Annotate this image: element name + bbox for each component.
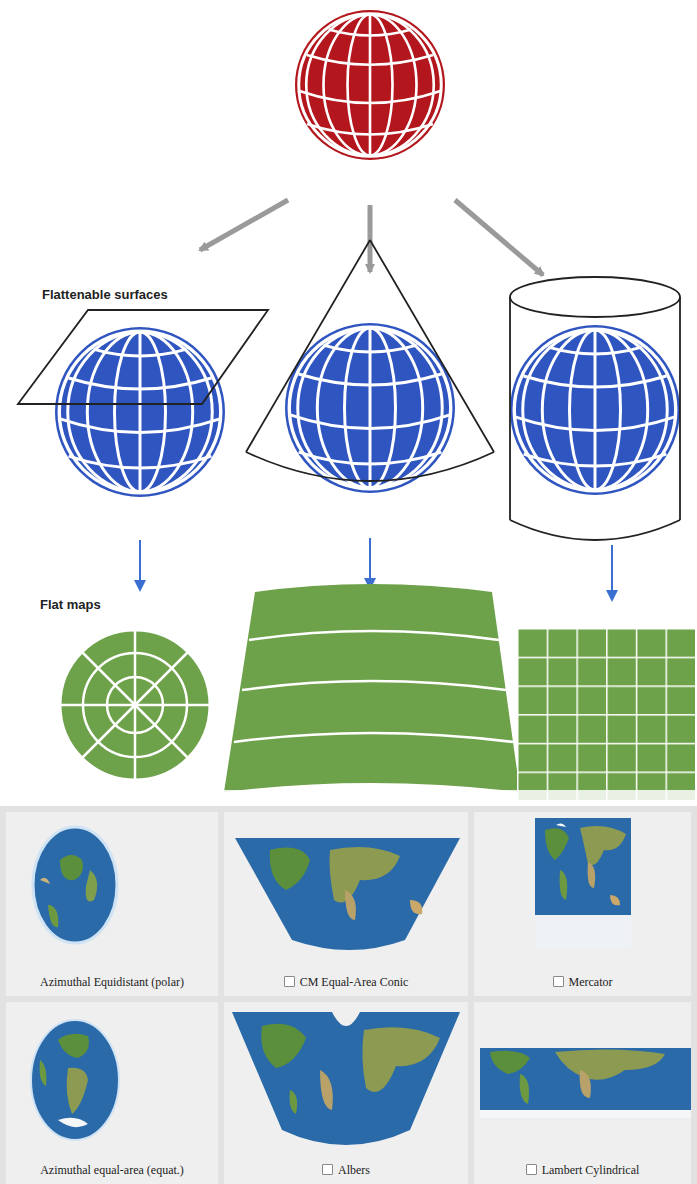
projection-caption: Mercator <box>474 975 691 990</box>
checkbox <box>322 1164 333 1175</box>
caption-text: Azimuthal Equidistant (polar) <box>40 975 184 989</box>
projection-thumbnail: Mercator <box>474 812 691 996</box>
projection-thumbnail: Azimuthal Equidistant (polar) <box>6 812 218 996</box>
checkbox <box>526 1164 537 1175</box>
checkbox <box>553 976 564 987</box>
caption-text: Albers <box>338 1163 370 1177</box>
projection-thumbnail: Azimuthal equal-area (equat.) <box>6 1002 218 1184</box>
projection-caption: Albers <box>224 1163 468 1178</box>
projection-caption: Azimuthal Equidistant (polar) <box>6 975 218 990</box>
projection-caption: CM Equal-Area Conic <box>224 975 468 990</box>
projection-thumbnail: Albers <box>224 1002 468 1184</box>
projection-thumbnail: CM Equal-Area Conic <box>224 812 468 996</box>
projection-thumbnail: Lambert Cylindrical <box>474 1002 691 1184</box>
caption-text: Mercator <box>569 975 613 989</box>
projection-caption: Azimuthal equal-area (equat.) <box>6 1163 218 1178</box>
section-label: Flat maps <box>40 597 101 612</box>
caption-text: Lambert Cylindrical <box>542 1163 640 1177</box>
section-label: Flattenable surfaces <box>42 287 168 302</box>
checkbox <box>284 976 295 987</box>
caption-text: CM Equal-Area Conic <box>300 975 409 989</box>
projection-caption: Lambert Cylindrical <box>474 1163 691 1178</box>
caption-text: Azimuthal equal-area (equat.) <box>40 1163 184 1177</box>
